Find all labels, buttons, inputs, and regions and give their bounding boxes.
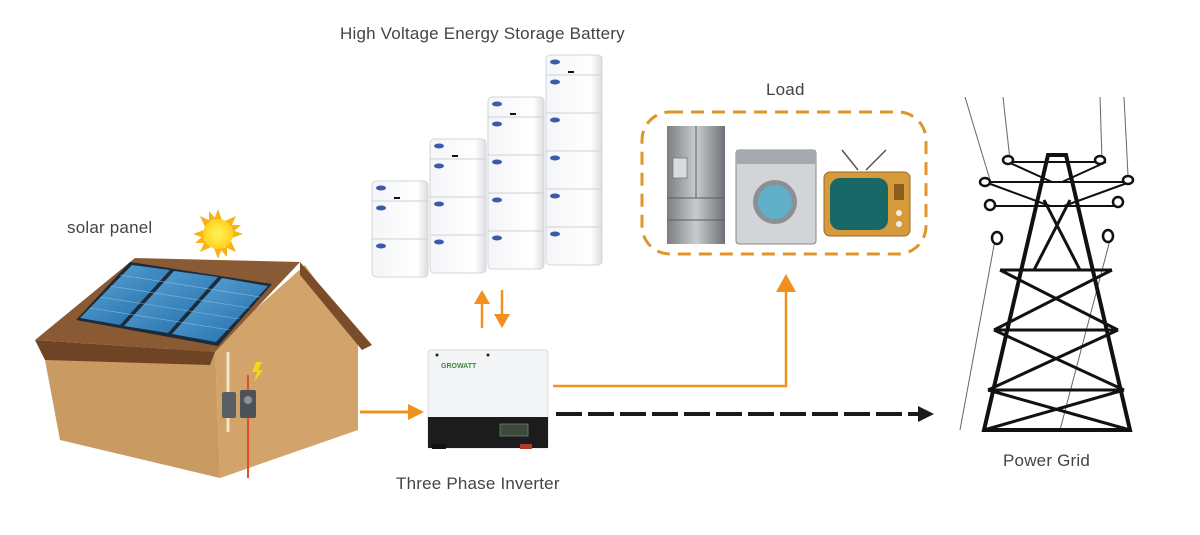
- battery-stack: [371, 180, 429, 278]
- inverter-device: GROWATT: [427, 349, 549, 449]
- battery-logo-icon: [376, 243, 386, 249]
- junction-box-icon: [222, 392, 236, 418]
- load-label: Load: [766, 80, 805, 99]
- washing-machine-icon: [735, 149, 817, 245]
- bidirectional-arrow-icon: [474, 290, 510, 328]
- battery-logo-icon: [492, 159, 502, 165]
- load-group: [640, 110, 928, 256]
- battery-logo-icon: [550, 231, 560, 237]
- inverter-brand-logo: GROWATT: [441, 363, 477, 370]
- battery-logo-icon: [492, 197, 502, 203]
- inverter-to-grid-arrow: [556, 406, 934, 422]
- lightning-bolt-icon: [252, 362, 263, 382]
- battery-logo-icon: [550, 155, 560, 161]
- battery-stack: [429, 138, 487, 274]
- battery-stack: [545, 54, 603, 266]
- solar-panel-array: [76, 262, 272, 346]
- battery-logo-icon: [550, 79, 560, 85]
- power-grid-label: Power Grid: [1003, 451, 1091, 470]
- refrigerator-icon: [667, 126, 725, 244]
- battery-logo-icon: [550, 193, 560, 199]
- battery-logo-icon: [550, 117, 560, 123]
- battery-logo-icon: [434, 143, 444, 149]
- battery-label: High Voltage Energy Storage Battery: [340, 24, 625, 43]
- battery-logo-icon: [376, 185, 386, 191]
- battery-logo-icon: [492, 101, 502, 107]
- inverter-label: Three Phase Inverter: [396, 474, 560, 493]
- battery-logo-icon: [376, 205, 386, 211]
- power-grid-tower-icon: [959, 96, 1135, 432]
- battery-stack: [487, 96, 545, 270]
- battery-logo-icon: [492, 235, 502, 241]
- television-icon: [823, 149, 911, 237]
- battery-logo-icon: [492, 121, 502, 127]
- battery-logo-icon: [434, 163, 444, 169]
- battery-logo-icon: [550, 59, 560, 65]
- battery-logo-icon: [434, 201, 444, 207]
- battery-stacks: [371, 54, 603, 278]
- house-with-solar-panel: [35, 258, 372, 478]
- inverter-to-load-arrow: [553, 274, 796, 388]
- sun-icon: [193, 209, 243, 259]
- battery-logo-icon: [434, 239, 444, 245]
- solar-to-inverter-arrow: [360, 404, 424, 420]
- solar-panel-label: solar panel: [67, 218, 153, 237]
